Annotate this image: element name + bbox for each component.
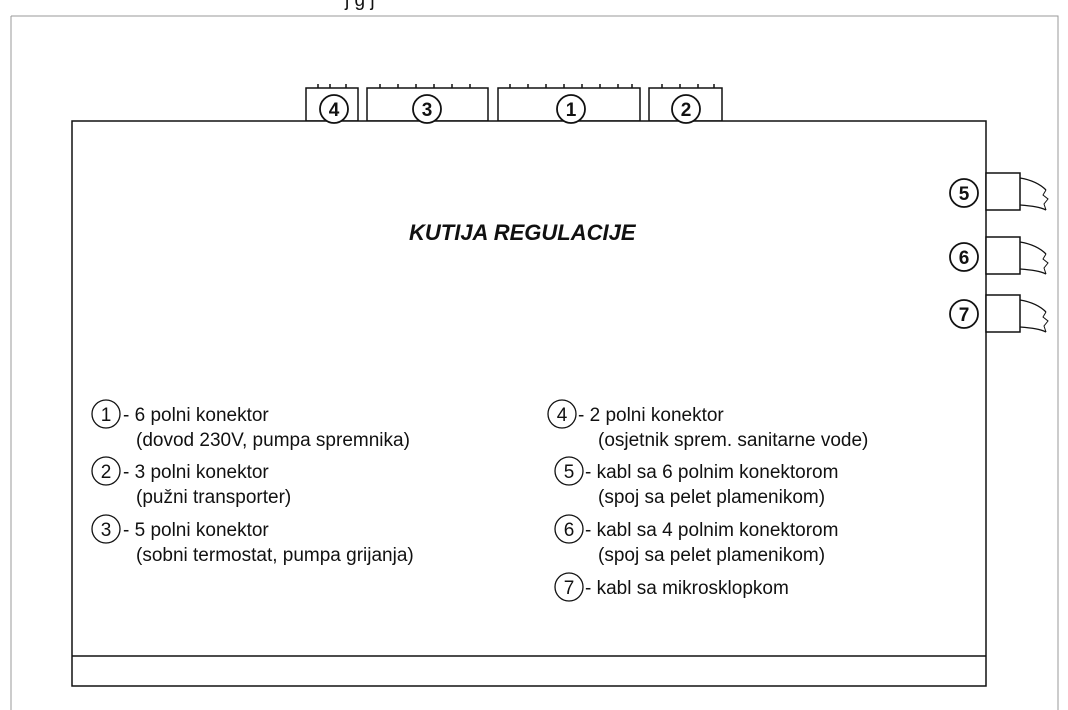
top-connector-housings xyxy=(305,84,723,122)
svg-text:1: 1 xyxy=(566,100,577,121)
svg-text:2: 2 xyxy=(681,100,692,121)
connector-2-label: 2 xyxy=(671,94,701,124)
box-title: KUTIJA REGULACIJE xyxy=(409,220,637,245)
cable-5-label-circle xyxy=(949,178,979,208)
control-box xyxy=(71,120,987,687)
cable-6-label-circle xyxy=(949,242,979,272)
svg-text:- 2 polni konektor: - 2 polni konektor xyxy=(578,405,724,426)
frame-right-line xyxy=(11,15,1059,710)
svg-text:6: 6 xyxy=(564,520,575,541)
svg-text:- 3 polni konektor: - 3 polni konektor xyxy=(123,462,269,483)
svg-text:1: 1 xyxy=(101,405,112,426)
svg-text:3: 3 xyxy=(422,100,433,121)
header-fragment: j g j xyxy=(344,0,375,11)
legend-right: 4 - 2 polni konektor (osjetnik sprem. sa… xyxy=(547,399,868,602)
svg-text:(pužni transporter): (pužni transporter) xyxy=(136,487,291,508)
svg-text:(dovod 230V, pumpa spremnika): (dovod 230V, pumpa spremnika) xyxy=(136,430,410,451)
legend-item-5: 5 - kabl sa 6 polnim konektorom (spoj sa… xyxy=(554,456,838,508)
cable-7-label: 7 xyxy=(959,305,970,326)
svg-text:(osjetnik sprem. sanitarne vod: (osjetnik sprem. sanitarne vode) xyxy=(598,430,868,451)
legend-item-7: 7 - kabl sa mikrosklopkom xyxy=(554,572,789,602)
legend-left: 1 - 6 polni konektor (dovod 230V, pumpa … xyxy=(91,399,414,566)
cable-7: 7 xyxy=(949,294,1049,333)
svg-text:5: 5 xyxy=(564,462,575,483)
cable-6-label: 6 xyxy=(959,248,970,269)
connector-1-label: 1 xyxy=(556,94,586,124)
svg-text:2: 2 xyxy=(101,462,112,483)
legend-item-3: 3 - 5 polni konektor (sobni termostat, p… xyxy=(91,514,414,566)
cable-7-label-circle xyxy=(949,299,979,329)
legend-item-2: 2 - 3 polni konektor (pužni transporter) xyxy=(91,456,291,508)
legend-item-4: 4 - 2 polni konektor (osjetnik sprem. sa… xyxy=(547,399,868,451)
legend-item-1: 1 - 6 polni konektor (dovod 230V, pumpa … xyxy=(91,399,410,451)
svg-text:4: 4 xyxy=(557,405,568,426)
connector-3-label: 3 xyxy=(412,94,442,124)
cable-5: 5 xyxy=(949,172,1049,211)
svg-text:- kabl sa mikrosklopkom: - kabl sa mikrosklopkom xyxy=(585,578,789,599)
connector-4-label: 4 xyxy=(319,94,349,124)
legend-item-6: 6 - kabl sa 4 polnim konektorom (spoj sa… xyxy=(554,514,838,566)
cable-6: 6 xyxy=(949,236,1049,275)
svg-text:4: 4 xyxy=(329,100,340,121)
svg-text:- kabl sa 6 polnim konektorom: - kabl sa 6 polnim konektorom xyxy=(585,462,838,483)
svg-text:3: 3 xyxy=(101,520,112,541)
svg-text:(sobni termostat, pumpa grijan: (sobni termostat, pumpa grijanja) xyxy=(136,545,414,566)
svg-text:(spoj sa pelet plamenikom): (spoj sa pelet plamenikom) xyxy=(598,545,825,566)
svg-text:- kabl sa 4 polnim konektorom: - kabl sa 4 polnim konektorom xyxy=(585,520,838,541)
svg-text:(spoj sa pelet plamenikom): (spoj sa pelet plamenikom) xyxy=(598,487,825,508)
cable-5-label: 5 xyxy=(959,184,970,205)
svg-text:7: 7 xyxy=(564,578,575,599)
svg-text:- 5 polni konektor: - 5 polni konektor xyxy=(123,520,269,541)
svg-text:- 6 polni konektor: - 6 polni konektor xyxy=(123,405,269,426)
